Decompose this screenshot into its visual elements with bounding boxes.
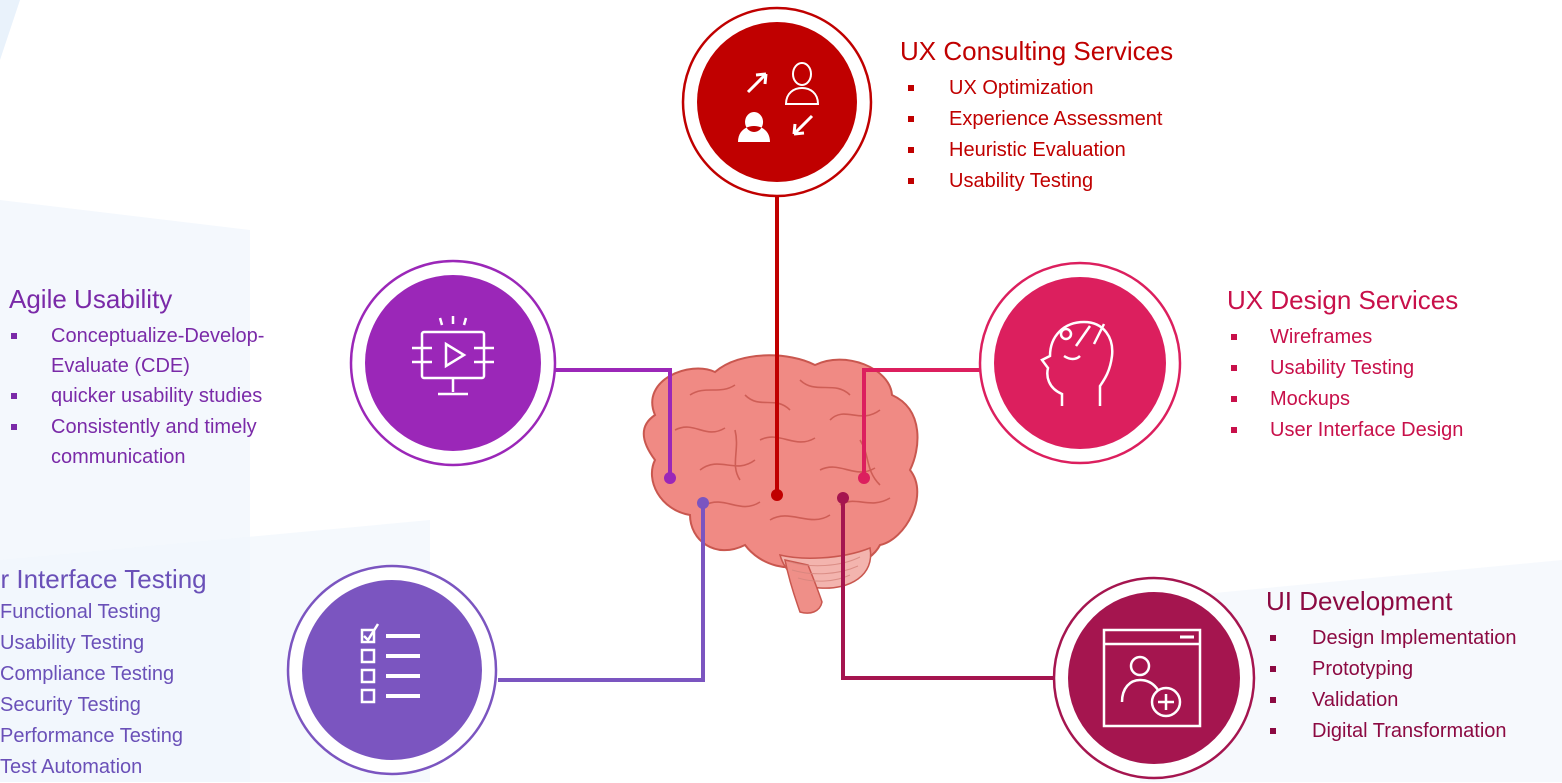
agile-block: Agile Usability Conceptualize-Develop- E… xyxy=(9,284,264,472)
consulting-list: UX Optimization Experience Assessment He… xyxy=(908,73,1173,197)
connector-lines xyxy=(498,195,1055,682)
list-item: Usability Testing xyxy=(1231,353,1463,384)
agile-node xyxy=(349,259,557,467)
browser-add-user-icon xyxy=(1102,628,1202,728)
testing-node xyxy=(286,564,498,776)
user-exchange-icon xyxy=(738,62,820,142)
list-item: Test Automation xyxy=(0,756,143,778)
list-item: UX Optimization xyxy=(908,73,1173,104)
list-item: Usability Testing xyxy=(0,632,145,654)
consulting-node xyxy=(681,6,873,198)
brain-illustration xyxy=(642,354,919,614)
connector-dots xyxy=(664,472,870,509)
agile-list: Conceptualize-Develop- Evaluate (CDE) qu… xyxy=(11,321,264,472)
list-item: Performance Testing xyxy=(0,725,184,747)
list-item: Experience Assessment xyxy=(908,104,1173,135)
list-item: Digital Transformation xyxy=(1270,716,1517,747)
checklist-icon xyxy=(360,623,420,704)
testing-title: er Interface Testing xyxy=(0,564,207,594)
list-item: Consistently and timely xyxy=(11,412,264,443)
list-item: Compliance Testing xyxy=(0,663,175,685)
list-item: User Interface Design xyxy=(1231,415,1463,446)
design-block: UX Design Services Wireframes Usability … xyxy=(1227,285,1463,446)
development-block: UI Development Design Implementation Pro… xyxy=(1266,586,1517,747)
list-item: Wireframes xyxy=(1231,322,1463,353)
list-item: Conceptualize-Develop- xyxy=(11,321,264,352)
list-item: Functional Testing xyxy=(0,601,161,623)
list-item: Heuristic Evaluation xyxy=(908,135,1173,166)
testing-list: Functional Testing Usability Testing Com… xyxy=(0,597,207,783)
list-item-continuation: communication xyxy=(51,446,186,468)
agile-title: Agile Usability xyxy=(9,284,173,314)
list-item: Validation xyxy=(1270,685,1517,716)
list-item: Prototyping xyxy=(1270,654,1517,685)
creative-head-icon xyxy=(1040,320,1114,406)
design-node xyxy=(978,261,1182,465)
list-item-continuation: Evaluate (CDE) xyxy=(51,355,190,377)
development-title: UI Development xyxy=(1266,586,1453,616)
design-list: Wireframes Usability Testing Mockups Use… xyxy=(1231,322,1463,446)
video-monitor-icon xyxy=(412,316,494,396)
testing-block: er Interface Testing Functional Testing … xyxy=(0,564,207,783)
list-item: Mockups xyxy=(1231,384,1463,415)
list-item: Security Testing xyxy=(0,694,141,716)
list-item: Usability Testing xyxy=(908,166,1173,197)
development-node xyxy=(1052,576,1256,780)
list-item: quicker usability studies xyxy=(11,381,264,412)
consulting-title: UX Consulting Services xyxy=(900,36,1174,66)
design-title: UX Design Services xyxy=(1227,285,1459,315)
consulting-block: UX Consulting Services UX Optimization E… xyxy=(900,36,1173,197)
list-item: Design Implementation xyxy=(1270,623,1517,654)
development-list: Design Implementation Prototyping Valida… xyxy=(1270,623,1517,747)
